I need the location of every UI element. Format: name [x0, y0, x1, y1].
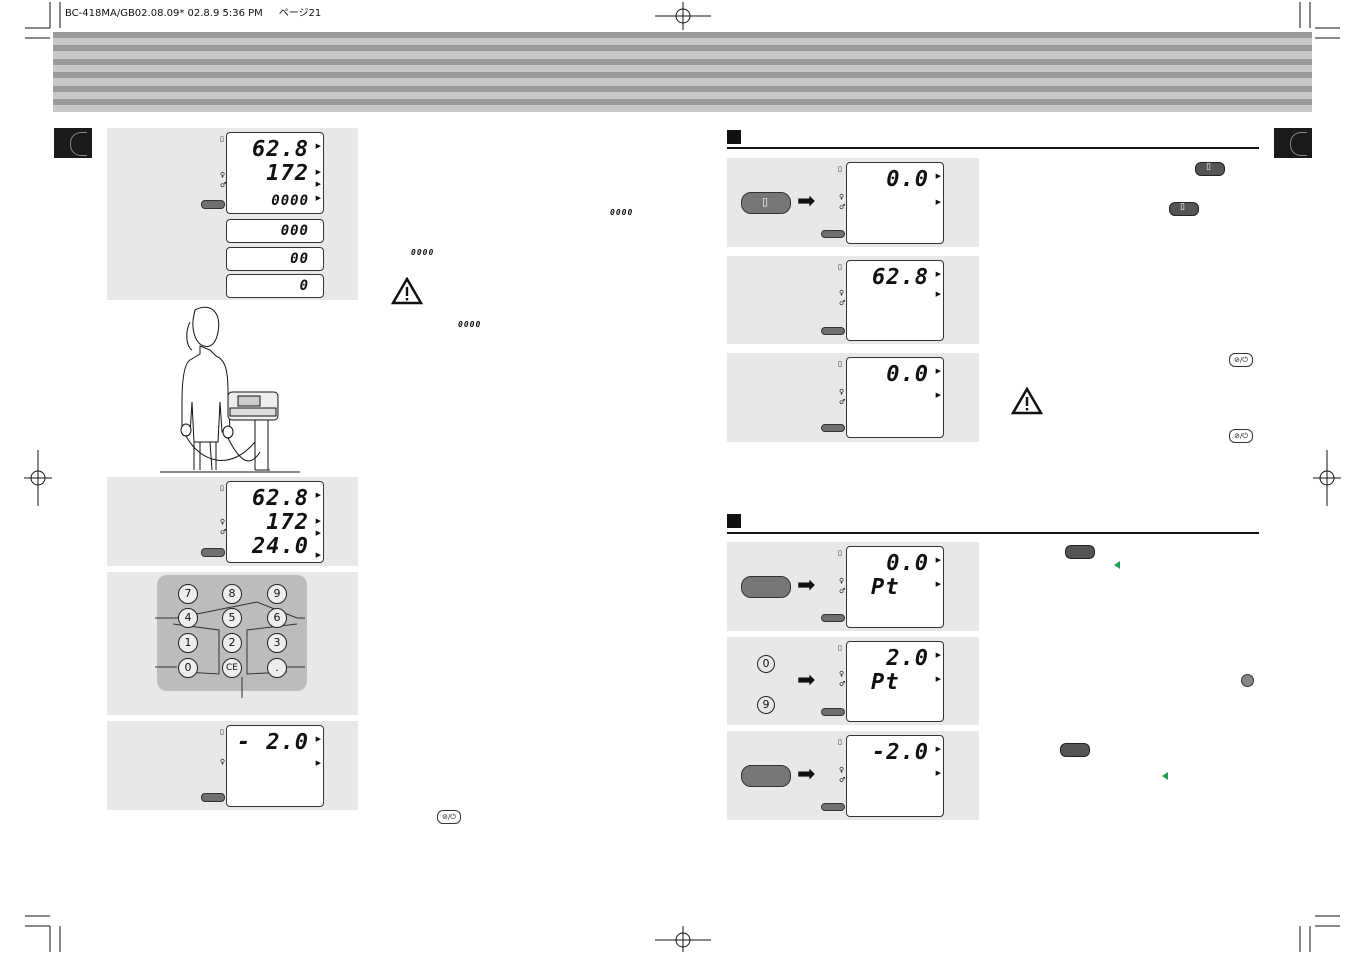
person-on-scale-illustration	[160, 306, 300, 473]
battery-icon: ▯	[220, 135, 224, 143]
key-8[interactable]: 8	[222, 584, 242, 604]
lcd-main: -2.0 ▶ ▶	[846, 735, 944, 817]
arrow-right-icon: ➡	[797, 189, 816, 214]
display-panel-r5: 0 9 ➡ ▯ ◀ ♀ ♂ 2.0 Pt ▶ ▶	[727, 637, 979, 725]
display-panel-3: ▯ ◀ ♀ ◀ ◀ ◀ - 2.0 ▶ ▶	[107, 721, 358, 810]
tare-button[interactable]	[741, 576, 791, 598]
lcd-step: 000	[226, 219, 324, 243]
stripe-light	[53, 92, 1312, 99]
stripe	[53, 72, 1312, 78]
enter-key-icon	[1241, 674, 1254, 687]
key-decimal[interactable]: .	[267, 658, 287, 678]
keypad-panel: 7 8 9 4 5 6 1 2 3 0 CE .	[107, 572, 358, 715]
arrow-right-icon: ➡	[797, 762, 816, 787]
stripe	[53, 59, 1312, 65]
tare-button-inline	[1065, 545, 1095, 559]
key-3[interactable]: 3	[267, 633, 287, 653]
key-4[interactable]: 4	[178, 608, 198, 628]
memory-button-inline: ▯	[1195, 162, 1225, 176]
file-info: BC-418MA/GB02.08.09* 02.8.9 5:36 PM	[65, 8, 263, 19]
lcd-main: 62.8 172 0000 ▶ ▶ ▶ ▶	[226, 132, 324, 214]
green-arrow-icon	[1162, 772, 1168, 780]
arrow-right-icon: ➡	[797, 668, 816, 693]
key-6[interactable]: 6	[267, 608, 287, 628]
lcd-height: 172	[266, 161, 309, 186]
stripe	[53, 32, 1312, 38]
inline-code: 0000	[411, 248, 435, 257]
key-0[interactable]: 0	[757, 655, 775, 673]
display-panel-r2: ▯ ◀ ♀ ♂ 62.8 ▶ ▶	[727, 256, 979, 344]
warning-icon	[1011, 387, 1043, 415]
key-2[interactable]: 2	[222, 633, 242, 653]
lcd-main: 2.0 Pt ▶ ▶	[846, 641, 944, 722]
key-5[interactable]: 5	[222, 608, 242, 628]
tare-button[interactable]	[741, 765, 791, 787]
stripe	[53, 86, 1312, 92]
lcd-weight: 62.8	[252, 137, 309, 162]
chapter-tab-left	[54, 128, 92, 158]
lcd-main: 62.8 ▶ ▶	[846, 260, 944, 341]
mode-indicator	[201, 200, 225, 209]
memory-button[interactable]: ▯	[741, 192, 791, 214]
inline-code: 0000	[610, 208, 634, 217]
lcd-value: 0000	[271, 193, 309, 209]
file-info-header: BC-418MA/GB02.08.09* 02.8.9 5:36 PM ページ2…	[65, 4, 321, 19]
lcd-main: 0.0 ▶ ▶	[846, 357, 944, 438]
key-7[interactable]: 7	[178, 584, 198, 604]
display-panel-2: ▯ ◀ ◀ ♀ ♂ 62.8 172 24.0 ▶ ▶ ▶ ▶	[107, 477, 358, 566]
display-panel-r6: ➡ ▯ ◀ ◀ ♀ ♂ -2.0 ▶ ▶	[727, 731, 979, 820]
display-panel-r1: ▯ ➡ ▯ ◀ ♀ ♂ 0.0 ▶ ▶	[727, 158, 979, 247]
lcd-step: 0	[226, 274, 324, 298]
stripe-light	[53, 38, 1312, 45]
display-panel-1: ▯ ◀ ◀ ♀ ♂ 62.8 172 0000 ▶ ▶ ▶ ▶ 000 00 0	[107, 128, 358, 300]
green-arrow-icon	[1114, 561, 1120, 569]
section-marker	[727, 130, 741, 144]
on-off-icon: ⊘/⏻	[437, 810, 461, 824]
lcd-step: 00	[226, 247, 324, 271]
key-1[interactable]: 1	[178, 633, 198, 653]
lcd-main: - 2.0 ▶ ▶	[226, 725, 324, 807]
arrow-right-icon: ➡	[797, 573, 816, 598]
section-rule	[727, 147, 1259, 149]
chapter-tab-right	[1274, 128, 1312, 158]
display-panel-r4: ➡ ▯ ◀ ◀ ♀ ♂ 0.0 Pt ▶ ▶	[727, 542, 979, 631]
person-icon: ♂	[220, 181, 227, 189]
mode-indicator	[201, 548, 225, 557]
display-panel-r3: ▯ ◀ ♀ ♂ 0.0 ▶ ▶	[727, 353, 979, 442]
lcd-main: 62.8 172 24.0 ▶ ▶ ▶ ▶	[226, 481, 324, 563]
lcd-main: 0.0 Pt ▶ ▶	[846, 546, 944, 628]
key-clear-entry[interactable]: CE	[222, 658, 242, 678]
person-icon: ♀	[220, 171, 226, 179]
on-off-icon: ⊘/⏻	[1229, 353, 1253, 367]
section-rule	[727, 532, 1259, 534]
inline-code: 0000	[458, 320, 482, 329]
on-off-icon: ⊘/⏻	[1229, 429, 1253, 443]
stripe-light	[53, 65, 1312, 72]
stripe	[53, 45, 1312, 51]
key-9[interactable]: 9	[757, 696, 775, 714]
warning-icon	[391, 277, 423, 305]
stripe-light	[53, 78, 1312, 86]
lcd-main: 0.0 ▶ ▶	[846, 162, 944, 244]
page-label: ページ21	[278, 8, 322, 19]
lcd-sign: -	[237, 730, 252, 755]
section-marker	[727, 514, 741, 528]
stripe-light	[53, 51, 1312, 59]
memory-button-inline: ▯	[1169, 202, 1199, 216]
key-9[interactable]: 9	[267, 584, 287, 604]
tare-button-inline	[1060, 743, 1090, 757]
mode-indicator	[201, 793, 225, 802]
stripe	[53, 99, 1312, 105]
stripe-light	[53, 105, 1312, 112]
key-0[interactable]: 0	[178, 658, 198, 678]
